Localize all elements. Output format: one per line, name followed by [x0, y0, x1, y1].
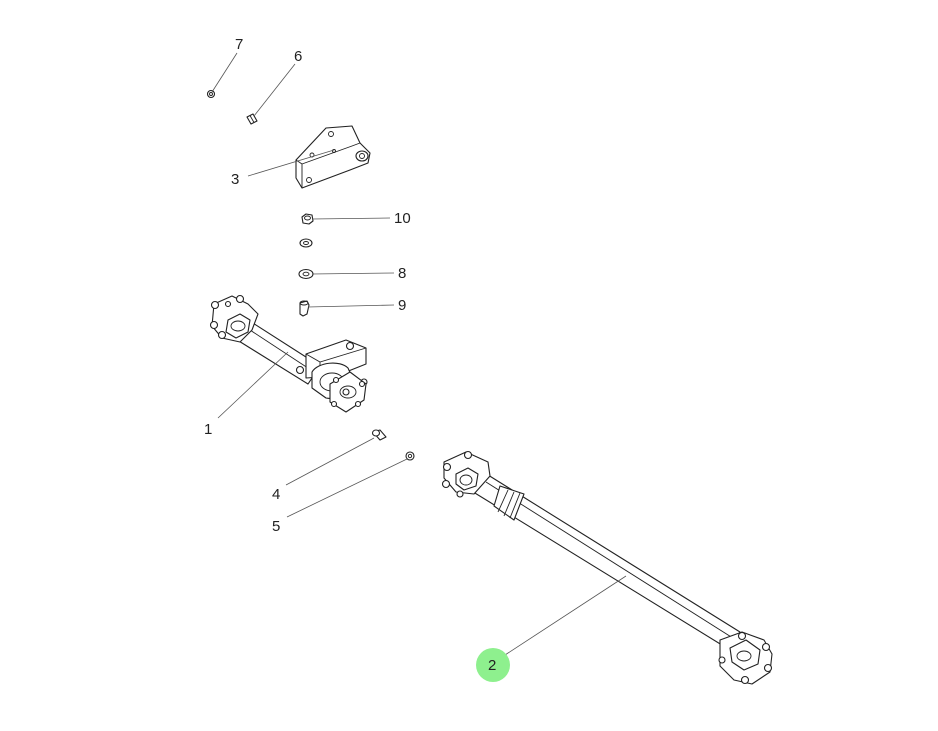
part-3-bracket — [295, 125, 371, 189]
callout-1[interactable]: 1 — [204, 421, 212, 438]
callout-label-8: 8 — [398, 265, 406, 282]
callout-label-2: 2 — [488, 657, 496, 674]
part-10-nut — [301, 213, 314, 225]
callout-label-1: 1 — [204, 421, 212, 438]
leader-10 — [311, 217, 391, 220]
callout-10[interactable]: 10 — [394, 210, 411, 227]
part-9-bolt — [299, 300, 310, 317]
callout-label-5: 5 — [272, 518, 280, 535]
highlight-circle — [476, 648, 510, 682]
leader-9 — [307, 304, 395, 308]
callout-label-7: 7 — [235, 36, 243, 53]
callout-2-highlighted[interactable]: 2 — [476, 648, 510, 682]
callout-9[interactable]: 9 — [398, 297, 406, 314]
part-8-washer — [298, 268, 314, 280]
part-1-shaft-with-center-bearing — [209, 294, 368, 413]
callout-label-3: 3 — [231, 171, 239, 188]
callout-8[interactable]: 8 — [398, 265, 406, 282]
leader-5 — [286, 458, 408, 518]
callout-label-4: 4 — [272, 486, 280, 503]
callout-label-10: 10 — [394, 210, 411, 227]
leader-8 — [311, 272, 395, 275]
part-7-nut — [206, 89, 216, 99]
leader-7 — [211, 52, 238, 93]
callout-4[interactable]: 4 — [272, 486, 280, 503]
leader-2 — [504, 575, 627, 656]
part-2-propeller-shaft — [441, 450, 773, 685]
callout-7[interactable]: 7 — [235, 36, 243, 53]
leader-4 — [285, 437, 375, 486]
part-5-nut — [405, 451, 415, 461]
leader-3 — [247, 149, 335, 177]
callout-3[interactable]: 3 — [231, 171, 239, 188]
leader-6 — [253, 63, 296, 117]
callout-6[interactable]: 6 — [294, 48, 302, 65]
washer-small — [299, 238, 313, 248]
leader-lines — [211, 52, 627, 656]
part-4-bolt — [371, 429, 387, 441]
part-6-bolt — [246, 113, 258, 125]
callout-label-9: 9 — [398, 297, 406, 314]
leader-1 — [217, 351, 289, 419]
callout-label-6: 6 — [294, 48, 302, 65]
callout-5[interactable]: 5 — [272, 518, 280, 535]
